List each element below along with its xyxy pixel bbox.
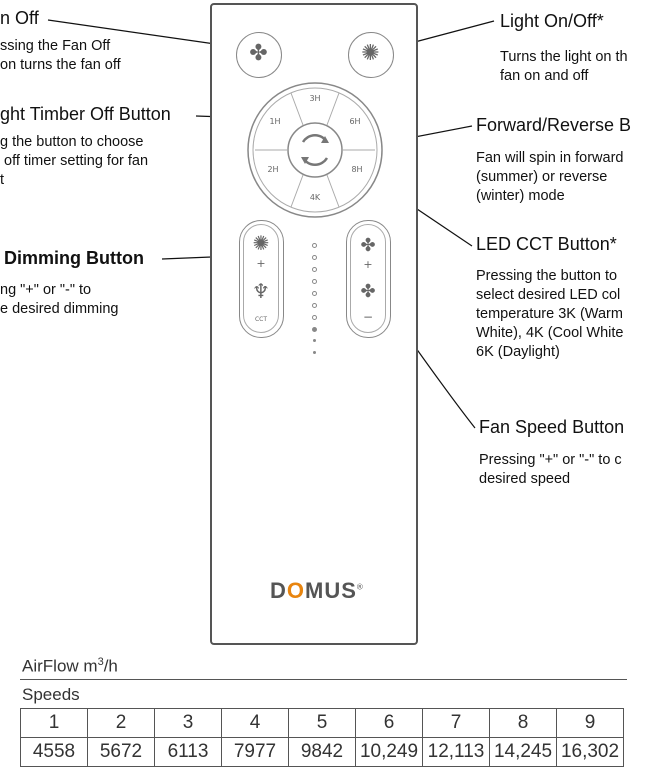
level-dot bbox=[312, 291, 317, 296]
fan-off-title: n Off bbox=[0, 8, 39, 28]
domus-logo: DOMUS® bbox=[270, 578, 364, 603]
fan-speed-button[interactable]: ✤ + ✤ − bbox=[346, 220, 391, 338]
fan-icon: ✤ bbox=[249, 41, 268, 66]
speed-cell: 1 bbox=[20, 708, 88, 738]
airflow-title: AirFlow m3/h bbox=[22, 656, 118, 676]
level-dot bbox=[312, 303, 317, 308]
speed-cell: 5 bbox=[288, 708, 356, 738]
timer-title: ght Timber Off Button bbox=[0, 104, 171, 124]
speed-cell: 8 bbox=[489, 708, 557, 738]
timer-dial[interactable] bbox=[245, 80, 385, 220]
level-dot bbox=[313, 351, 316, 354]
timer-desc: g the button to choose off timer setting… bbox=[0, 134, 149, 188]
dimming-title: Dimming Button bbox=[4, 248, 144, 268]
airflow-cell: 5672 bbox=[87, 737, 155, 767]
fan-off-desc: ssing the Fan Off on turns the fan off bbox=[0, 38, 121, 73]
airflow-cell: 10,249 bbox=[355, 737, 423, 767]
speed-cell: 2 bbox=[87, 708, 155, 738]
timer-label-left: 1H bbox=[269, 117, 281, 126]
speed-cell: 9 bbox=[556, 708, 624, 738]
dimmer-plus: + bbox=[256, 257, 266, 270]
speed-header-row: 1 2 3 4 5 6 7 8 9 bbox=[20, 708, 624, 738]
fan-off-leader bbox=[47, 19, 238, 51]
bright-bulb-icon: ✺ bbox=[252, 231, 270, 255]
timer-label-top: 3H bbox=[309, 94, 321, 103]
bulb-icon: ✺ bbox=[361, 41, 380, 66]
led-cct-desc: Pressing the button to select desired LE… bbox=[476, 268, 624, 360]
light-onoff-button[interactable]: ✺ bbox=[348, 32, 394, 78]
speed-cell: 3 bbox=[154, 708, 222, 738]
dimming-desc: ng "+" or "-" to e desired dimming bbox=[0, 282, 119, 317]
fan-speed-up-icon: ✤ bbox=[360, 235, 376, 256]
level-dot bbox=[312, 315, 317, 320]
light-onoff-desc: Turns the light on th fan on and off bbox=[500, 49, 628, 84]
speed-cell: 4 bbox=[221, 708, 289, 738]
airflow-value-row: 4558 5672 6113 7977 9842 10,249 12,113 1… bbox=[20, 737, 624, 767]
timer-label-right: 6H bbox=[349, 117, 361, 126]
level-dot bbox=[312, 267, 317, 272]
light-onoff-title: Light On/Off* bbox=[500, 11, 604, 31]
dim-bulb-icon: ♆ bbox=[252, 279, 270, 303]
level-dot bbox=[313, 339, 316, 342]
cct-label-bottom: 4K bbox=[309, 193, 321, 202]
level-dot bbox=[312, 243, 317, 248]
fan-speed-title: Fan Speed Button bbox=[479, 417, 625, 437]
airflow-cell: 4558 bbox=[20, 737, 88, 767]
airflow-cell: 12,113 bbox=[422, 737, 490, 767]
airflow-cell: 7977 bbox=[221, 737, 289, 767]
cct-small-label: CCT bbox=[254, 316, 268, 323]
timer-label-lower-right: 8H bbox=[351, 165, 363, 174]
divider bbox=[20, 679, 627, 680]
airflow-cell: 16,302 bbox=[556, 737, 624, 767]
timer-label-lower-left: 2H bbox=[267, 165, 279, 174]
airflow-cell: 6113 bbox=[154, 737, 222, 767]
forward-reverse-desc: Fan will spin in forward (summer) or rev… bbox=[476, 150, 624, 204]
fan-plus: + bbox=[363, 258, 373, 271]
level-dot bbox=[312, 279, 317, 284]
dimming-button[interactable]: ✺ + ♆ CCT bbox=[239, 220, 284, 338]
fan-speed-down-icon: ✤ bbox=[360, 281, 376, 302]
level-dot bbox=[312, 255, 317, 260]
level-dot bbox=[312, 327, 317, 332]
fan-speed-desc: Pressing "+" or "-" to c desired speed bbox=[479, 452, 622, 487]
fan-minus: − bbox=[362, 310, 374, 324]
led-cct-title: LED CCT Button* bbox=[476, 234, 617, 254]
airflow-table: 1 2 3 4 5 6 7 8 9 4558 5672 6113 7977 98… bbox=[20, 708, 624, 767]
airflow-cell: 9842 bbox=[288, 737, 356, 767]
airflow-cell: 14,245 bbox=[489, 737, 557, 767]
forward-reverse-title: Forward/Reverse B bbox=[476, 115, 632, 135]
speed-cell: 7 bbox=[422, 708, 490, 738]
speed-cell: 6 bbox=[355, 708, 423, 738]
speeds-label: Speeds bbox=[22, 685, 80, 704]
fan-off-button[interactable]: ✤ bbox=[236, 32, 282, 78]
